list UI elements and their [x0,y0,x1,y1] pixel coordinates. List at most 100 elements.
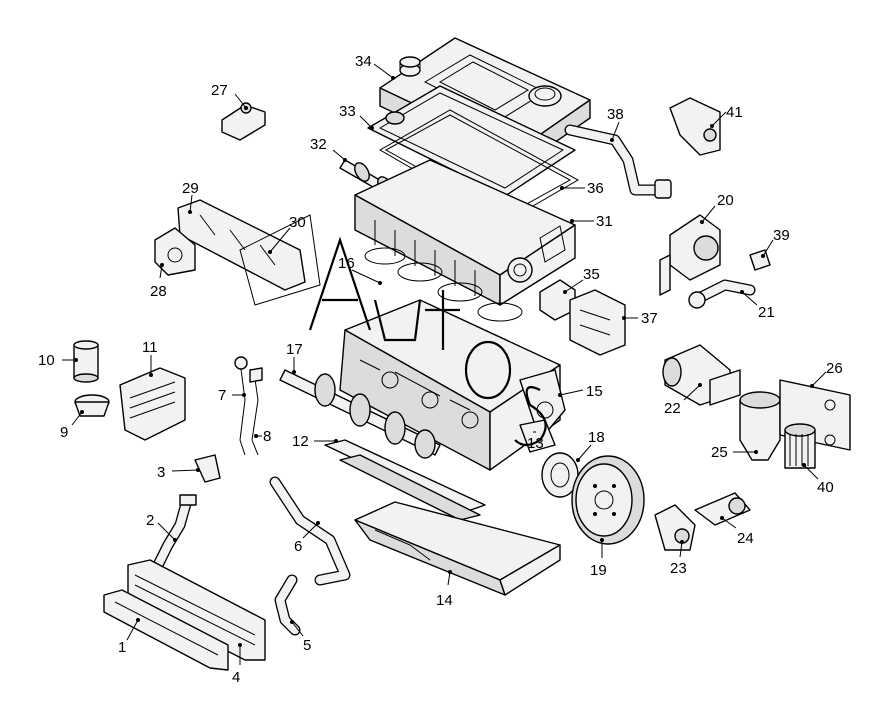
callout-8-label: 8 [263,428,271,445]
callout-13-label: 13 [527,435,544,452]
callout-39-label: 39 [773,227,790,244]
part-5-lower-hose [274,574,301,636]
callout-34: 34 [355,53,395,80]
part-28-manifold-flange [154,227,196,276]
callout-5: 5 [290,620,311,654]
callout-14: 14 [436,570,453,609]
callout-18: 18 [576,429,605,462]
part-29-exhaust-manifold [177,199,306,291]
callout-23-label: 23 [670,560,687,577]
callout-12: 12 [292,433,338,450]
callout-9: 9 [60,410,84,441]
callout-21: 21 [740,290,775,321]
callout-3: 3 [157,464,200,481]
callout-40-label: 40 [817,479,834,496]
callout-15-label: 15 [586,383,603,400]
callout-35: 35 [563,266,600,294]
callout-8: 8 [254,428,271,445]
callout-9-label: 9 [60,424,68,441]
part-25-filter-housing [739,391,781,461]
part-8-dipstick-tube [249,367,263,456]
callout-11: 11 [142,339,158,377]
callout-20-label: 20 [717,192,734,209]
callout-30: 30 [268,214,306,254]
callout-29-label: 29 [182,180,199,197]
part-24-mount-bracket [694,492,751,526]
callout-6: 6 [294,521,320,555]
callout-19-label: 19 [590,562,607,579]
callout-34-label: 34 [355,53,372,70]
part-20-throttle-body [659,214,721,296]
callout-30-label: 30 [289,214,306,231]
callout-28: 28 [150,263,167,300]
callout-1: 1 [118,618,140,656]
callout-1-label: 1 [118,639,126,656]
callout-3-label: 3 [157,464,165,481]
part-6-upper-hose [269,476,351,586]
callout-17-label: 17 [286,341,303,358]
callout-18-label: 18 [588,429,605,446]
callout-41: 41 [710,104,743,128]
callout-26: 26 [810,360,843,388]
callout-20: 20 [700,192,734,224]
callout-27-label: 27 [211,82,228,99]
callout-19: 19 [590,538,607,579]
callout-31-label: 31 [596,213,613,230]
callout-2-label: 2 [146,512,154,529]
callout-25: 25 [711,444,758,461]
callout-36: 36 [560,180,604,197]
part-17-crankshaft [279,369,441,459]
callout-10: 10 [38,352,78,369]
callout-38: 38 [607,106,624,142]
part-12-bearing-ladder [324,439,486,521]
callout-7-label: 7 [218,387,226,404]
callout-39: 39 [761,227,790,258]
callout-32-label: 32 [310,136,327,153]
callout-33-label: 33 [339,103,356,120]
callout-32: 32 [310,136,347,162]
callout-10-label: 10 [38,352,55,369]
callout-31: 31 [570,213,613,230]
callout-38-label: 38 [607,106,624,123]
callout-2: 2 [146,512,177,542]
callout-33: 33 [339,103,374,130]
part-14-oil-pan [354,501,561,596]
part-41-valve [669,97,721,156]
autos-watermark [308,236,547,447]
part-3-elbow [194,454,221,483]
callout-37-label: 37 [641,310,658,327]
part-18-seal [541,452,579,498]
callout-25-label: 25 [711,444,728,461]
callout-29: 29 [182,180,199,214]
callout-40: 40 [802,463,834,496]
callout-24: 24 [720,516,754,547]
callout-5-label: 5 [303,637,311,654]
callout-26-label: 26 [826,360,843,377]
callout-14-label: 14 [436,592,453,609]
part-37-injection-pump [569,289,626,356]
part-16-head-gasket [364,247,523,322]
part-11-oil-cooler [119,367,186,441]
callout-labels: 1 2 3 4 5 6 7 8 [38,53,843,686]
callout-21-label: 21 [758,304,775,321]
callout-24-label: 24 [737,530,754,547]
callout-6-label: 6 [294,538,302,555]
part-19-flywheel [571,455,645,545]
part-2-coolant-pipe [152,494,197,571]
part-30-heat-shield [239,214,321,306]
part-33-cover-gasket [367,85,576,197]
part-23-engine-mount [654,504,696,551]
part-10-oil-filter [73,340,99,383]
part-1-radiator-cover [103,589,229,671]
part-21-coolant-pipe [688,279,756,309]
callout-16-label: 16 [338,255,355,272]
callout-12-label: 12 [292,433,309,450]
callout-13: 13 [527,431,544,452]
part-39-sensor [749,249,771,271]
callout-4-label: 4 [232,669,240,686]
callout-22-label: 22 [664,400,681,417]
part-7-dipstick [234,356,248,456]
callout-17: 17 [286,341,303,374]
callout-35-label: 35 [583,266,600,283]
